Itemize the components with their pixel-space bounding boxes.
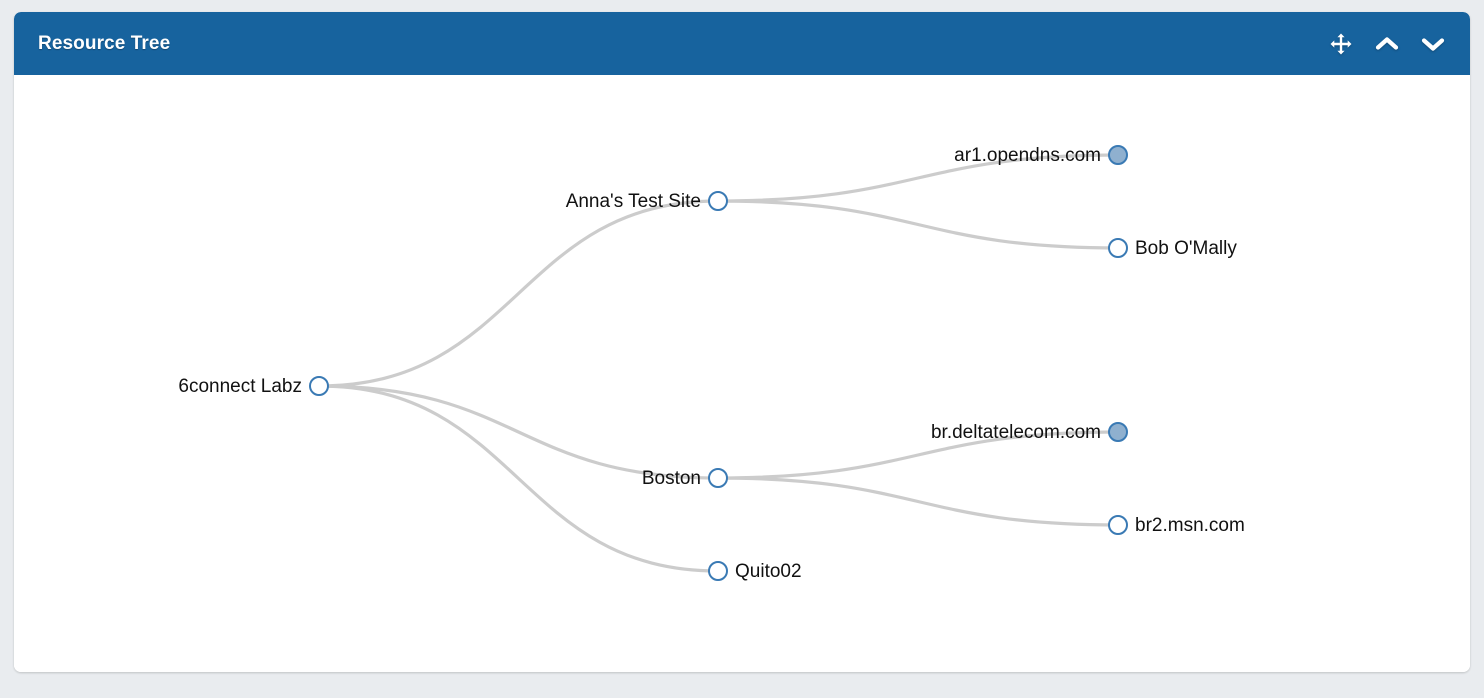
tree-link xyxy=(317,199,720,388)
node-circle[interactable] xyxy=(708,468,728,488)
node-circle[interactable] xyxy=(1108,238,1128,258)
move-icon[interactable] xyxy=(1326,29,1356,59)
tree-node[interactable]: Anna's Test Site xyxy=(566,191,728,212)
node-circle[interactable] xyxy=(309,376,329,396)
node-label: br.deltatelecom.com xyxy=(931,422,1101,443)
tree-node[interactable]: 6connect Labz xyxy=(178,376,329,397)
node-label: 6connect Labz xyxy=(178,376,302,397)
tree-nodes: 6connect Labz Anna's Test Site ar1.opendns… xyxy=(178,145,1245,582)
node-circle[interactable] xyxy=(708,561,728,581)
node-circle[interactable] xyxy=(708,191,728,211)
panel-header: Resource Tree xyxy=(14,12,1470,75)
node-circle[interactable] xyxy=(1108,422,1128,442)
tree-link xyxy=(317,384,720,480)
tree-node[interactable]: Quito02 xyxy=(708,561,802,582)
tree-node[interactable]: Bob O'Mally xyxy=(1108,238,1237,259)
tree-node[interactable]: br2.msn.com xyxy=(1108,515,1245,536)
tree-links xyxy=(317,153,1120,573)
tree-node[interactable]: br.deltatelecom.com xyxy=(931,422,1128,443)
node-label: br2.msn.com xyxy=(1135,515,1245,536)
node-label: Bob O'Mally xyxy=(1135,238,1237,259)
page-title: Resource Tree xyxy=(38,32,171,54)
tree-link xyxy=(716,199,1120,250)
node-circle[interactable] xyxy=(1108,515,1128,535)
node-label: Anna's Test Site xyxy=(566,191,701,212)
resource-tree-graph[interactable]: 6connect Labz Anna's Test Site ar1.opendns… xyxy=(14,75,1470,672)
node-label: Boston xyxy=(642,468,701,489)
panel-header-tools xyxy=(1326,29,1448,59)
chevron-down-icon[interactable] xyxy=(1418,29,1448,59)
tree-link xyxy=(317,384,720,573)
tree-canvas: 6connect Labz Anna's Test Site ar1.opendns… xyxy=(14,75,1470,672)
tree-link xyxy=(716,153,1120,203)
tree-link xyxy=(716,476,1120,527)
node-label: Quito02 xyxy=(735,561,802,582)
resource-tree-panel: Resource Tree xyxy=(14,12,1470,672)
node-label: ar1.opendns.com xyxy=(954,145,1101,166)
tree-node[interactable]: ar1.opendns.com xyxy=(954,145,1128,166)
chevron-up-icon[interactable] xyxy=(1372,29,1402,59)
node-circle[interactable] xyxy=(1108,145,1128,165)
tree-link xyxy=(716,430,1120,480)
tree-node[interactable]: Boston xyxy=(642,468,728,489)
